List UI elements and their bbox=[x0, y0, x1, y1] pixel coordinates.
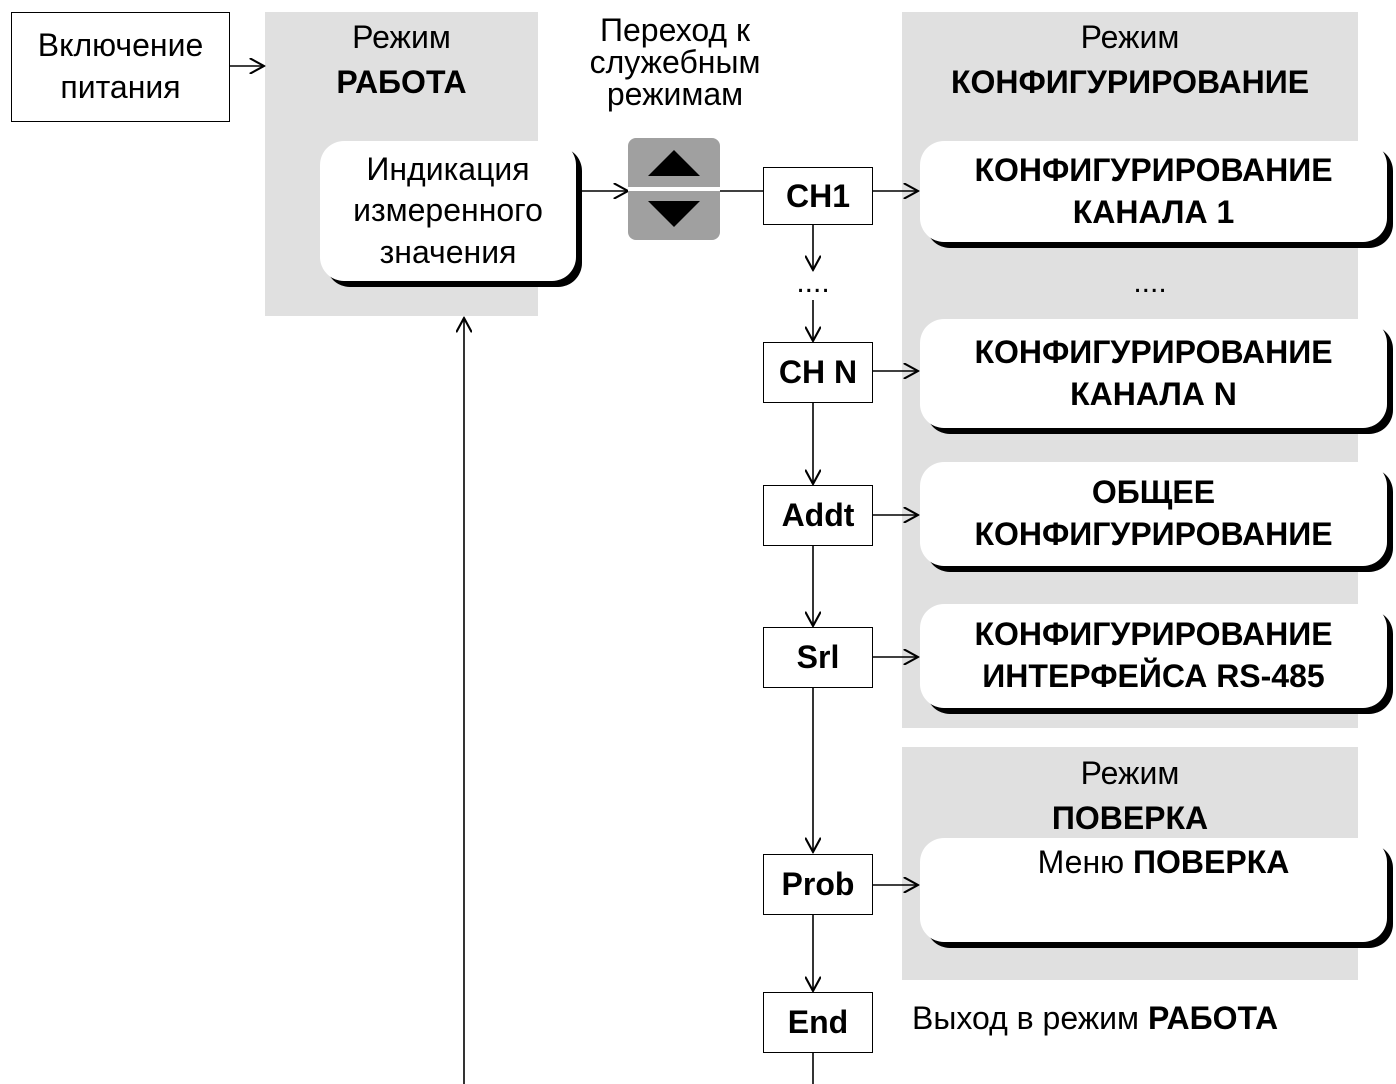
node-srl[interactable]: Srl bbox=[763, 627, 873, 688]
node-addt[interactable]: Addt bbox=[763, 485, 873, 546]
config-mode-label: Режим bbox=[1080, 19, 1180, 55]
menu-chn-line2: КАНАЛА N bbox=[1070, 375, 1237, 412]
menu-general-config[interactable]: ОБЩЕЕ КОНФИГУРИРОВАНИЕ bbox=[920, 462, 1387, 566]
exit-name: РАБОТА bbox=[1147, 1000, 1279, 1036]
arrow-up-icon bbox=[648, 150, 700, 176]
node-ch1[interactable]: CH1 bbox=[763, 167, 873, 225]
verify-mode-label: Режим bbox=[1080, 755, 1180, 791]
node-chn[interactable]: CH N bbox=[763, 342, 873, 403]
arrow-down-icon bbox=[648, 201, 700, 227]
power-on-box: Включение питания bbox=[11, 12, 230, 122]
exit-label: Выход в режим РАБОТА bbox=[912, 1000, 1278, 1037]
menu-config-channel-n[interactable]: КОНФИГУРИРОВАНИЕ КАНАЛА N bbox=[920, 319, 1387, 428]
node-prob[interactable]: Prob bbox=[763, 854, 873, 915]
up-button[interactable] bbox=[628, 138, 720, 187]
power-on-label: Включение питания bbox=[37, 27, 204, 105]
menu-srl-line2: ИНТЕРФЕЙСА RS-485 bbox=[982, 658, 1325, 694]
indication-box: Индикация измеренного значения bbox=[320, 141, 576, 281]
menu-chn-line1: КОНФИГУРИРОВАНИЕ bbox=[974, 333, 1333, 370]
menu-config-rs485[interactable]: КОНФИГУРИРОВАНИЕ ИНТЕРФЕЙСА RS-485 bbox=[920, 604, 1387, 708]
config-mode-title: Режим КОНФИГУРИРОВАНИЕ bbox=[902, 15, 1358, 105]
menu-config-channel-1[interactable]: КОНФИГУРИРОВАНИЕ КАНАЛА 1 bbox=[920, 141, 1387, 242]
verify-mode-name: ПОВЕРКА bbox=[1051, 799, 1209, 836]
menu-ch1-line1: КОНФИГУРИРОВАНИЕ bbox=[974, 151, 1333, 188]
indication-label: Индикация измеренного значения bbox=[353, 150, 543, 270]
menu-verify-prefix: Меню bbox=[1037, 844, 1125, 880]
verify-mode-title: Режим ПОВЕРКА bbox=[902, 751, 1358, 841]
work-mode-label: Режим bbox=[352, 19, 451, 55]
menu-verify-name: ПОВЕРКА bbox=[1133, 844, 1290, 880]
config-mode-name: КОНФИГУРИРОВАНИЕ bbox=[950, 63, 1310, 100]
exit-prefix: Выход в режим bbox=[912, 1000, 1140, 1036]
work-mode-name: РАБОТА bbox=[336, 63, 467, 100]
transition-label: Переход к служебным режимам bbox=[589, 12, 761, 112]
menu-srl-line1: КОНФИГУРИРОВАНИЕ bbox=[974, 616, 1333, 653]
menu-addt-line2: КОНФИГУРИРОВАНИЕ bbox=[974, 516, 1333, 552]
work-mode-title: Режим РАБОТА bbox=[265, 15, 538, 105]
menu-addt-line1: ОБЩЕЕ bbox=[1091, 474, 1216, 511]
down-button[interactable] bbox=[628, 191, 720, 240]
node-end[interactable]: End bbox=[763, 992, 873, 1053]
menu-ch1-line2: КАНАЛА 1 bbox=[1072, 193, 1235, 230]
navigation-buttons[interactable] bbox=[628, 138, 720, 240]
ellipsis-left: .... bbox=[796, 266, 830, 299]
menu-verify-title: Меню ПОВЕРКА bbox=[1038, 842, 1290, 884]
button-divider bbox=[628, 187, 720, 191]
menu-verify[interactable]: Меню ПОВЕРКА bbox=[920, 838, 1387, 942]
ellipsis-right: .... bbox=[1133, 266, 1167, 299]
